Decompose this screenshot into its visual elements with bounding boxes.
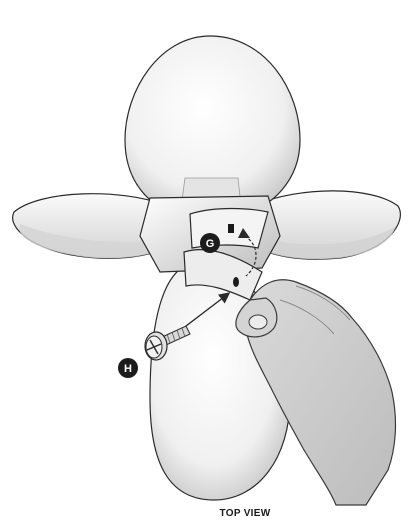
bracket-slot: [228, 224, 234, 233]
callout-g-label: G: [206, 238, 215, 250]
thumbnail: [249, 315, 267, 329]
screw-hole: [233, 277, 239, 287]
view-caption: TOP VIEW: [0, 508, 409, 519]
callout-g: G: [200, 233, 220, 253]
callout-h-label: H: [124, 363, 132, 375]
callout-h: H: [118, 358, 138, 378]
